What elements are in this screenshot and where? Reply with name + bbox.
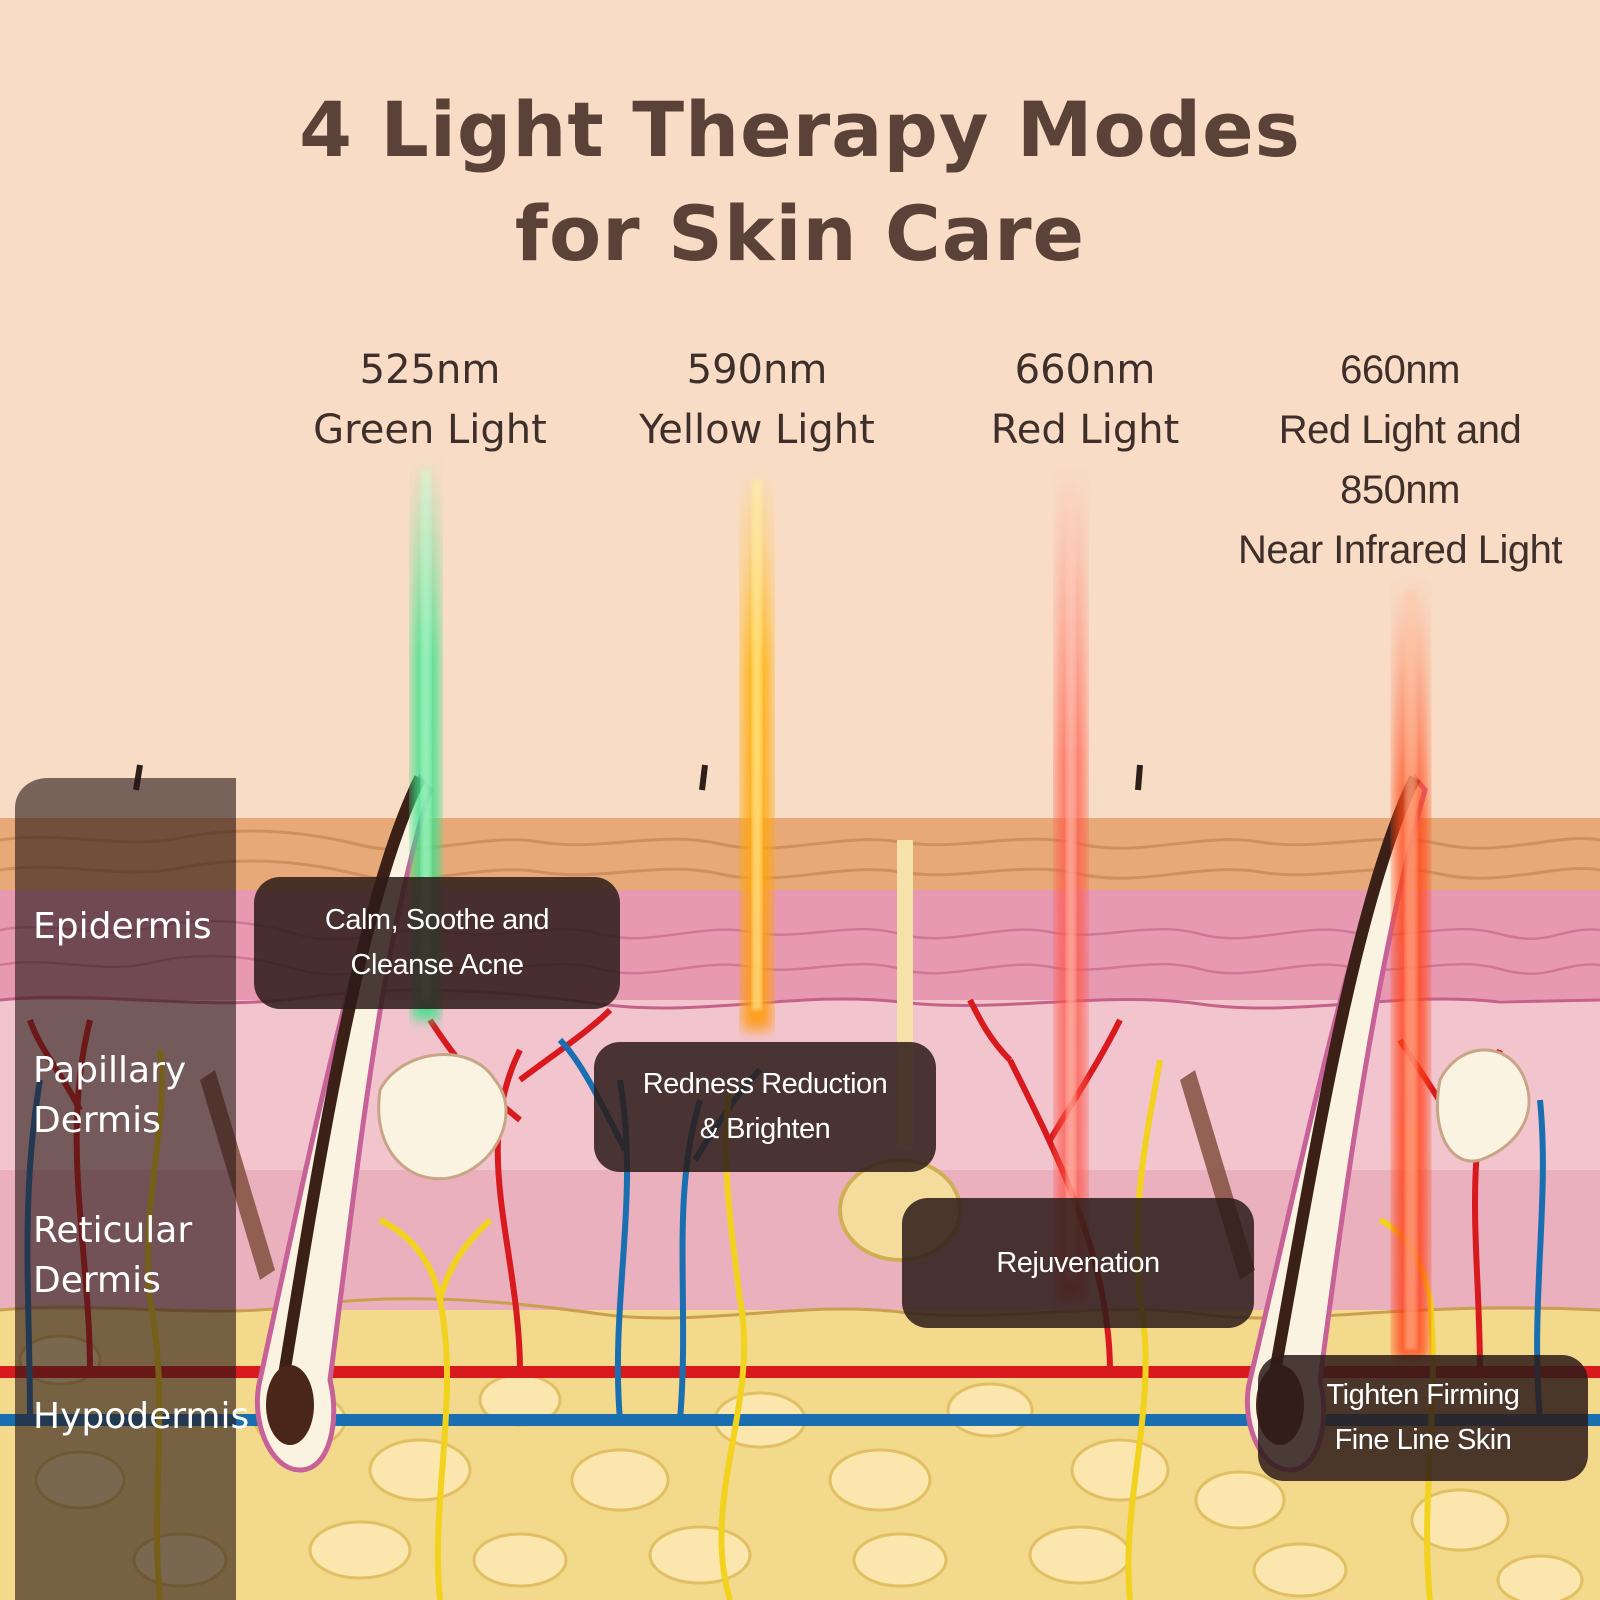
- layer-label-epidermis: Epidermis: [33, 902, 212, 952]
- yellow-light-beam: [742, 470, 772, 1030]
- effect-green-line2: Cleanse Acne: [350, 949, 524, 981]
- mode-yellow-wavelength: 590nm: [686, 347, 828, 393]
- layer-label-papillary-dermis: Papillary Dermis: [33, 1046, 186, 1146]
- mode-green: 525nm Green Light: [290, 340, 570, 460]
- effect-yellow-line2: & Brighten: [699, 1113, 831, 1145]
- effect-box-near-infrared: Tighten Firming Fine Line Skin: [1258, 1355, 1588, 1481]
- effect-box-red: Rejuvenation: [902, 1198, 1254, 1328]
- layer-label-reticular-dermis: Reticular Dermis: [33, 1206, 192, 1306]
- mode-yellow-name: Yellow Light: [639, 407, 875, 453]
- effect-nir-line2: Fine Line Skin: [1334, 1424, 1512, 1456]
- effect-green-line1: Calm, Soothe and: [324, 904, 550, 936]
- page-title-line2: for Skin Care: [514, 189, 1086, 278]
- near-infrared-light-beam: [1394, 580, 1428, 1360]
- mode-red: 660nm Red Light: [945, 340, 1225, 460]
- hair-bulb-left: [266, 1365, 314, 1445]
- mode-yellow: 590nm Yellow Light: [612, 340, 902, 460]
- mode-nir-wavelength: 660nm: [1340, 348, 1460, 392]
- mode-nir-extra-wavelength: 850nm: [1340, 468, 1460, 512]
- effect-nir-line1: Tighten Firming: [1326, 1379, 1520, 1411]
- layer-label-papillary-text2: Dermis: [33, 1100, 161, 1141]
- layer-label-panel: [15, 778, 236, 1600]
- page-title-line1: 4 Light Therapy Modes: [299, 85, 1301, 174]
- layer-label-hypodermis-text: Hypodermis: [33, 1396, 250, 1437]
- sebaceous-gland: [377, 1053, 508, 1181]
- mode-green-name: Green Light: [313, 407, 547, 453]
- layer-label-epidermis-text: Epidermis: [33, 906, 212, 947]
- effect-yellow-line1: Redness Reduction: [642, 1068, 888, 1100]
- layer-label-reticular-text: Reticular: [33, 1210, 193, 1251]
- layer-label-papillary-text: Papillary: [33, 1050, 187, 1091]
- stratum-corneum: [0, 778, 1600, 818]
- mode-red-near-infrared: 660nm Red Light and 850nm Near Infrared …: [1210, 340, 1590, 580]
- effect-box-yellow: Redness Reduction & Brighten: [594, 1042, 936, 1172]
- layer-label-hypodermis: Hypodermis: [33, 1392, 249, 1442]
- mode-green-wavelength: 525nm: [359, 347, 501, 393]
- hair-shaft-right: [1264, 775, 1421, 1402]
- hair-shaft-left: [274, 775, 426, 1401]
- red-light-beam: [1056, 470, 1086, 1300]
- effect-box-green: Calm, Soothe and Cleanse Acne: [254, 877, 620, 1009]
- mode-red-name: Red Light: [990, 407, 1180, 453]
- sebaceous-gland: [1435, 1048, 1531, 1163]
- layer-label-reticular-text2: Dermis: [33, 1260, 161, 1301]
- mode-nir-extra-name: Near Infrared Light: [1237, 528, 1563, 572]
- mode-red-wavelength: 660nm: [1014, 347, 1156, 393]
- mode-nir-name: Red Light and: [1278, 408, 1522, 452]
- effect-red-line1: Rejuvenation: [996, 1246, 1160, 1279]
